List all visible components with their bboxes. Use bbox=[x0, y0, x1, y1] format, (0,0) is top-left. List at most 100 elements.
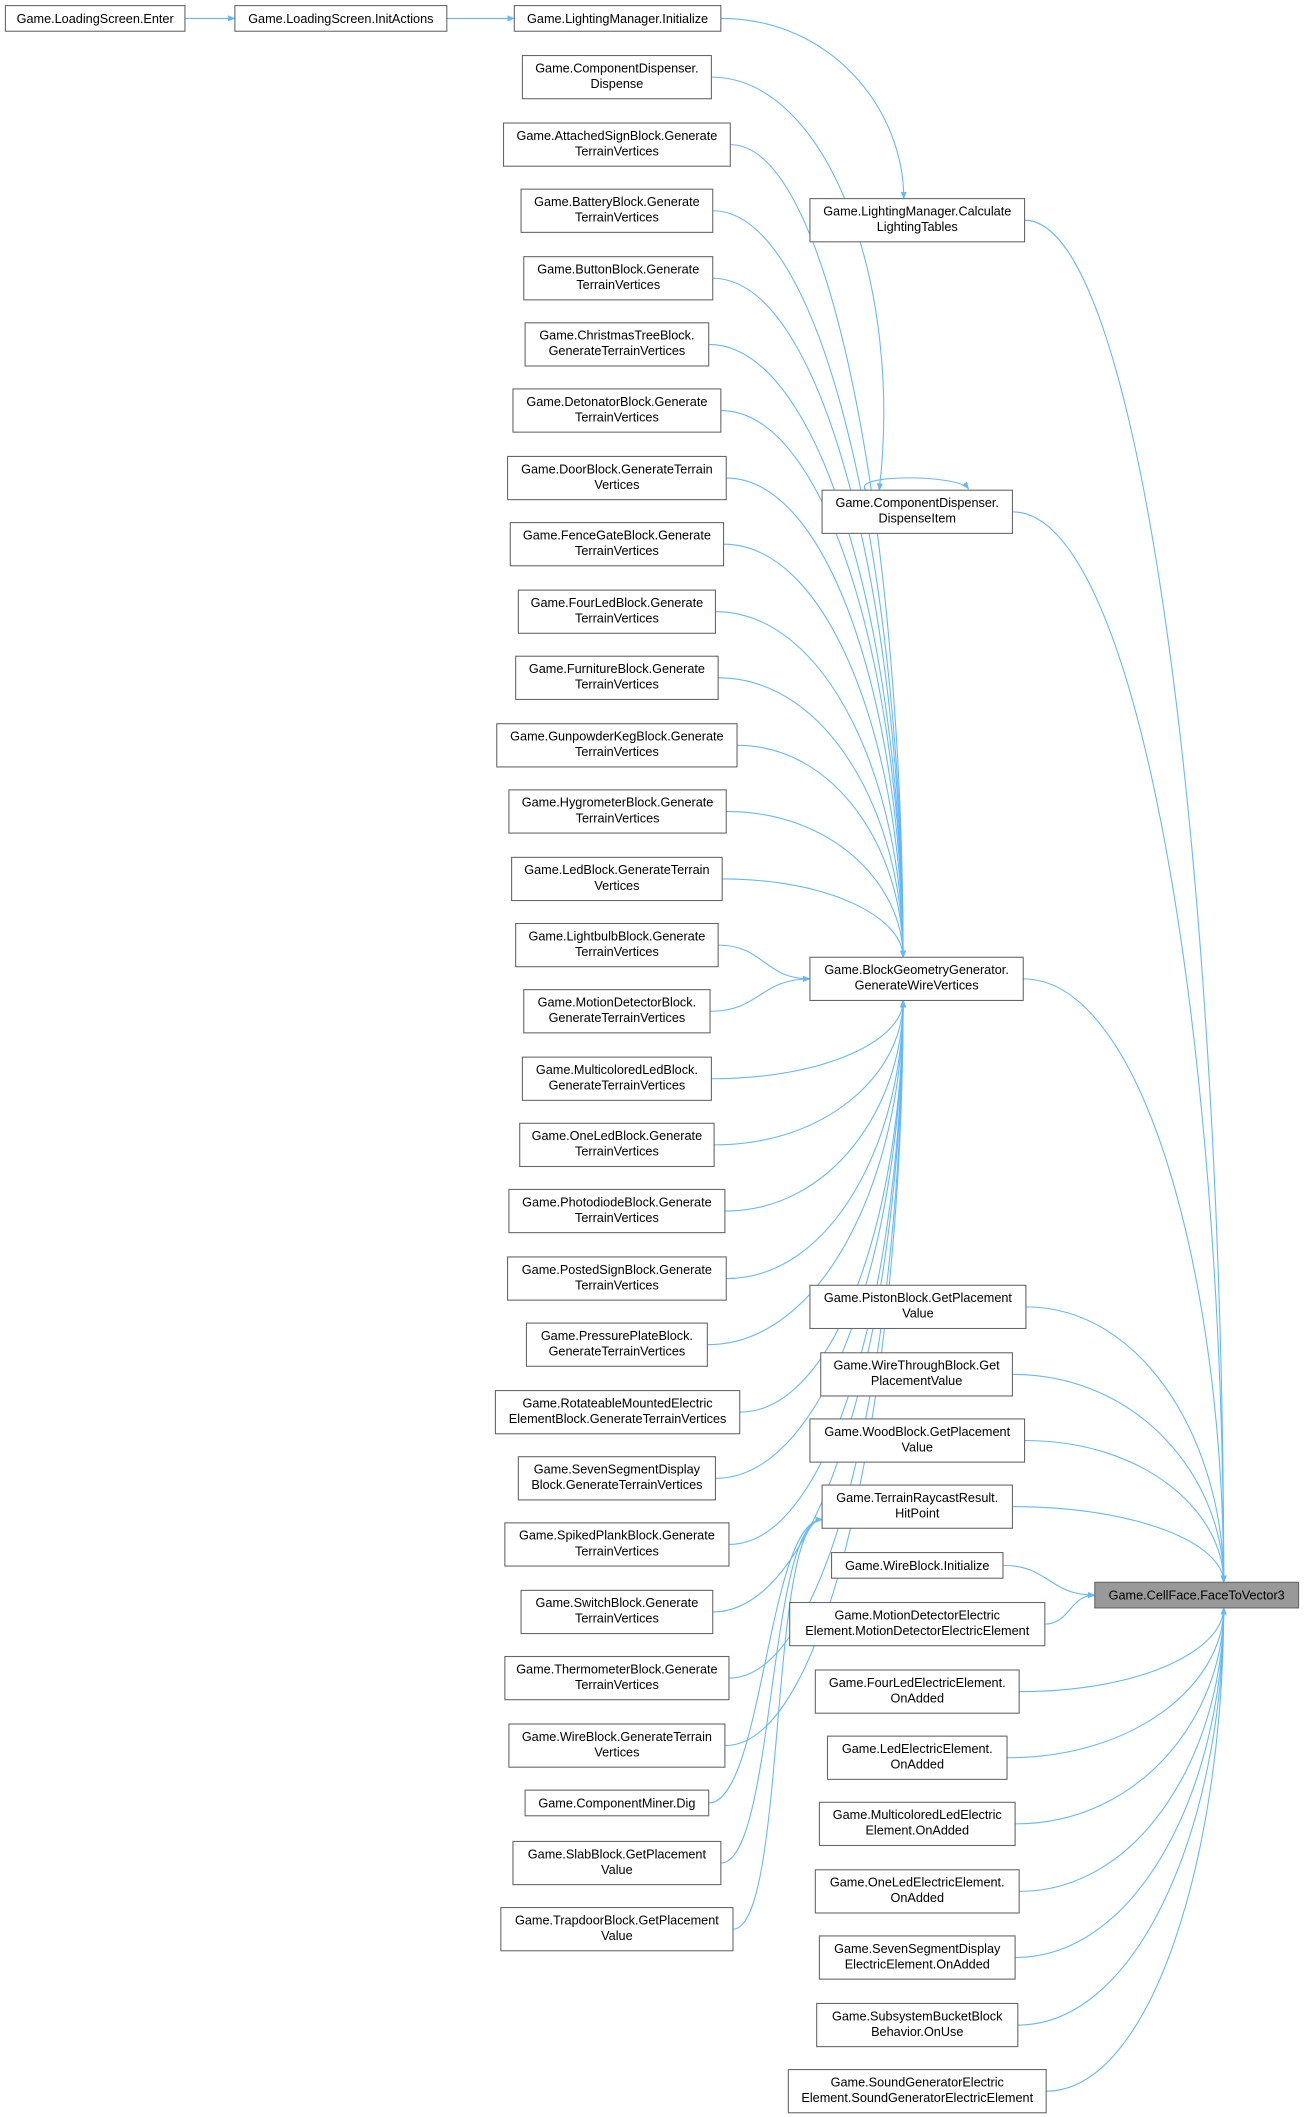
node-label: ElementBlock.GenerateTerrainVertices bbox=[509, 1412, 727, 1426]
graph-node[interactable]: Game.SpikedPlankBlock.GenerateTerrainVer… bbox=[504, 1522, 730, 1567]
graph-node[interactable]: Game.WireBlock.Initialize bbox=[830, 1552, 1004, 1579]
graph-node[interactable]: Game.OneLedElectricElement.OnAdded bbox=[814, 1869, 1020, 1914]
graph-node[interactable]: Game.DetonatorBlock.GenerateTerrainVerti… bbox=[512, 388, 722, 433]
graph-node[interactable]: Game.BlockGeometryGenerator.GenerateWire… bbox=[809, 956, 1024, 1001]
graph-node[interactable]: Game.LoadingScreen.Enter bbox=[4, 5, 186, 32]
node-label: Game.ComponentMiner.Dig bbox=[538, 1797, 695, 1811]
graph-node[interactable]: Game.SwitchBlock.GenerateTerrainVertices bbox=[520, 1589, 714, 1635]
call-edge-n17-to-n35 bbox=[718, 944, 811, 982]
graph-node[interactable]: Game.AttachedSignBlock.GenerateTerrainVe… bbox=[502, 122, 731, 167]
graph-node[interactable]: Game.SevenSegmentDisplayBlock.GenerateTe… bbox=[517, 1456, 716, 1501]
graph-node[interactable]: Game.ComponentDispenser.DispenseItem bbox=[821, 489, 1013, 534]
graph-node[interactable]: Game.ComponentDispenser.Dispense bbox=[521, 54, 712, 100]
node-label: Game.SpikedPlankBlock.Generate bbox=[519, 1529, 715, 1543]
graph-node[interactable]: Game.FurnitureBlock.GenerateTerrainVerti… bbox=[515, 655, 719, 700]
node-box bbox=[519, 1122, 715, 1168]
graph-node[interactable]: Game.MotionDetectorBlock.GenerateTerrain… bbox=[523, 989, 711, 1034]
node-box bbox=[809, 1418, 1026, 1463]
graph-node[interactable]: Game.LightingManager.CalculateLightingTa… bbox=[809, 198, 1026, 243]
node-label: Game.SubsystemBucketBlock bbox=[832, 2009, 1003, 2023]
node-box bbox=[515, 655, 719, 700]
node-label: Game.WireBlock.GenerateTerrain bbox=[522, 1730, 712, 1744]
node-label: LightingTables bbox=[877, 220, 958, 234]
graph-node[interactable]: Game.RotateableMountedElectricElementBlo… bbox=[494, 1390, 741, 1435]
node-label: Game.TerrainRaycastResult. bbox=[836, 1491, 998, 1505]
node-box bbox=[818, 1801, 1016, 1847]
call-edge-n42-to-n49 bbox=[1019, 1607, 1227, 1693]
node-box bbox=[809, 956, 1024, 1001]
node-label: Game.PhotodiodeBlock.Generate bbox=[522, 1195, 712, 1209]
node-label: GenerateTerrainVertices bbox=[549, 1344, 686, 1358]
node-box bbox=[830, 1552, 1004, 1579]
node-box bbox=[520, 1589, 714, 1635]
focus-node[interactable]: Game.CellFace.FaceToVector3 bbox=[1094, 1581, 1300, 1609]
node-label: Game.CellFace.FaceToVector3 bbox=[1109, 1589, 1285, 1603]
node-box bbox=[494, 1390, 741, 1435]
call-edge-n18-to-n35 bbox=[710, 975, 811, 1012]
graph-node[interactable]: Game.ComponentMiner.Dig bbox=[524, 1789, 710, 1817]
graph-node[interactable]: Game.BatteryBlock.GenerateTerrainVertice… bbox=[520, 188, 714, 233]
node-label: OnAdded bbox=[890, 1691, 944, 1705]
graph-node[interactable]: Game.ButtonBlock.GenerateTerrainVertices bbox=[523, 256, 714, 301]
graph-node[interactable]: Game.MulticoloredLedBlock. GenerateTerrai… bbox=[521, 1056, 712, 1101]
graph-node[interactable]: Game.SoundGeneratorElectricElement.Sound… bbox=[787, 2069, 1047, 2114]
call-edge-n35-to-n49 bbox=[1023, 978, 1227, 1584]
graph-node[interactable]: Game.FourLedBlock.GenerateTerrainVertice… bbox=[517, 589, 716, 634]
node-label: GenerateTerrainVertices bbox=[549, 1079, 686, 1093]
graph-node[interactable]: Game.DoorBlock.GenerateTerrainVertices bbox=[507, 455, 727, 501]
node-label: Game.WoodBlock.GetPlacement bbox=[824, 1425, 1010, 1439]
call-edge-n8-to-n35 bbox=[708, 343, 907, 959]
graph-node[interactable]: Game.PostedSignBlock.GenerateTerrainVert… bbox=[507, 1256, 727, 1301]
graph-node[interactable]: Game.ThermometerBlock.GenerateTerrainVer… bbox=[504, 1655, 730, 1701]
graph-node[interactable]: Game.FourLedElectricElement.OnAdded bbox=[814, 1669, 1020, 1714]
node-label: TerrainVertices bbox=[575, 1678, 659, 1692]
node-box bbox=[809, 198, 1026, 243]
node-label: Element.OnAdded bbox=[865, 1824, 969, 1838]
graph-node[interactable]: Game.HygrometerBlock.GenerateTerrainVert… bbox=[508, 789, 727, 834]
node-label: Game.WireThroughBlock.Get bbox=[833, 1359, 1000, 1373]
node-box bbox=[508, 1188, 726, 1234]
node-box bbox=[818, 1935, 1016, 1980]
graph-node[interactable]: Game.FenceGateBlock.GenerateTerrainVerti… bbox=[509, 522, 725, 567]
nodes-layer: Game.LoadingScreen.Enter Game.LoadingScre… bbox=[4, 5, 1300, 2114]
graph-node[interactable]: Game.GunpowderKegBlock.GenerateTerrainVe… bbox=[496, 723, 738, 768]
node-label: Dispense bbox=[590, 77, 643, 91]
graph-node[interactable]: Game.ChristmasTreeBlock.GenerateTerrainV… bbox=[524, 322, 710, 367]
node-box bbox=[504, 1655, 730, 1701]
graph-node[interactable]: Game.WireBlock.GenerateTerrainVertices bbox=[508, 1723, 726, 1768]
node-label: Value bbox=[902, 1440, 933, 1454]
graph-node[interactable]: Game.TerrainRaycastResult.HitPoint bbox=[821, 1484, 1013, 1529]
node-box bbox=[816, 2002, 1019, 2048]
graph-node[interactable]: Game.LightbulbBlock.GenerateTerrainVerti… bbox=[515, 922, 719, 968]
node-label: GenerateWireVertices bbox=[855, 979, 979, 993]
node-box bbox=[787, 2069, 1047, 2114]
graph-node[interactable]: Game.PressurePlateBlock.GenerateTerrainV… bbox=[525, 1322, 708, 1367]
graph-node[interactable]: Game.OneLedBlock.GenerateTerrainVertices bbox=[519, 1122, 715, 1168]
node-label: Game.WireBlock.Initialize bbox=[845, 1559, 989, 1573]
graph-node[interactable]: Game.LightingManager.Initialize bbox=[513, 5, 722, 32]
graph-node[interactable]: Game.LedElectricElement.OnAdded bbox=[826, 1735, 1008, 1780]
node-label: Game.PressurePlateBlock. bbox=[541, 1329, 693, 1343]
graph-node[interactable]: Game.SevenSegmentDisplayElectricElement.… bbox=[818, 1935, 1016, 1980]
node-label: Game.MulticoloredLedBlock. bbox=[536, 1063, 698, 1077]
graph-node[interactable]: Game.LoadingScreen.InitActions bbox=[234, 5, 448, 32]
graph-node[interactable]: Game.LedBlock.GenerateTerrainVertices bbox=[511, 856, 723, 902]
node-label: GenerateTerrainVertices bbox=[549, 1011, 686, 1025]
call-edge-n38-to-n49 bbox=[1024, 1439, 1227, 1584]
call-edge-n30-to-n39 bbox=[708, 1516, 823, 1804]
graph-node[interactable]: Game.MotionDetectorElectricElement.Motio… bbox=[789, 1601, 1046, 1647]
graph-node[interactable]: Game.MulticoloredLedElectricElement.OnAd… bbox=[818, 1801, 1016, 1847]
call-edge-n3-to-n33 bbox=[720, 17, 907, 200]
node-label: Value bbox=[601, 1863, 632, 1877]
graph-node[interactable]: Game.PhotodiodeBlock.GenerateTerrainVert… bbox=[508, 1188, 726, 1234]
node-box bbox=[821, 489, 1013, 534]
node-box bbox=[821, 1484, 1013, 1529]
node-label: Game.LedElectricElement. bbox=[842, 1742, 993, 1756]
node-label: TerrainVertices bbox=[575, 678, 659, 692]
